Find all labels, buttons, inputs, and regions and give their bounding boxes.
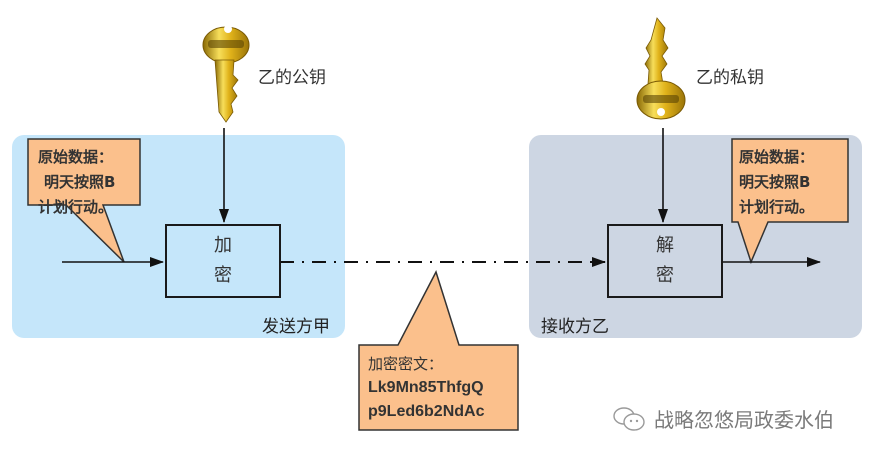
encrypt-label-1: 加 bbox=[214, 235, 232, 256]
sender-callout-line: 明天按照B bbox=[44, 173, 116, 191]
encrypt-box: 加 密 bbox=[165, 224, 281, 298]
sender-panel-label: 发送方甲 bbox=[262, 317, 330, 337]
sender-callout: 原始数据： 明天按照B 计划行动。 bbox=[38, 145, 115, 220]
public-key-label: 乙的公钥 bbox=[258, 68, 326, 88]
watermark-text: 战略忽悠局政委水伯 bbox=[654, 408, 834, 432]
decrypt-label-1: 解 bbox=[656, 235, 674, 256]
sender-callout-line: 计划行动。 bbox=[38, 198, 114, 216]
receiver-callout-line: 原始数据： bbox=[739, 148, 815, 166]
watermark: 战略忽悠局政委水伯 bbox=[612, 404, 834, 433]
receiver-callout: 原始数据： 明天按照B 计划行动。 bbox=[739, 145, 814, 220]
sender-callout-line: 原始数据： bbox=[38, 148, 114, 166]
private-key-icon bbox=[636, 17, 686, 120]
ciphertext-line: Lk9Mn85ThfgQ bbox=[368, 379, 484, 396]
public-key-icon bbox=[202, 25, 250, 123]
decrypt-box: 解 密 bbox=[607, 224, 723, 298]
receiver-callout-line: 计划行动。 bbox=[739, 198, 815, 216]
sender-callout-shape bbox=[27, 138, 141, 263]
receiver-panel-label: 接收方乙 bbox=[541, 317, 609, 337]
wechat-icon bbox=[613, 406, 645, 431]
receiver-callout-shape bbox=[731, 138, 849, 265]
receiver-callout-line: 明天按照B bbox=[739, 173, 811, 191]
ciphertext-callout: 加密密文： Lk9Mn85ThfgQ p9Led6b2NdAc bbox=[368, 352, 484, 424]
private-key-label: 乙的私钥 bbox=[696, 68, 764, 88]
ciphertext-title: 加密密文： bbox=[368, 355, 444, 373]
encrypt-label-2: 密 bbox=[214, 265, 232, 286]
ciphertext-callout-shape bbox=[358, 270, 519, 431]
ciphertext-line: p9Led6b2NdAc bbox=[368, 403, 485, 420]
decrypt-label-2: 密 bbox=[656, 265, 674, 286]
